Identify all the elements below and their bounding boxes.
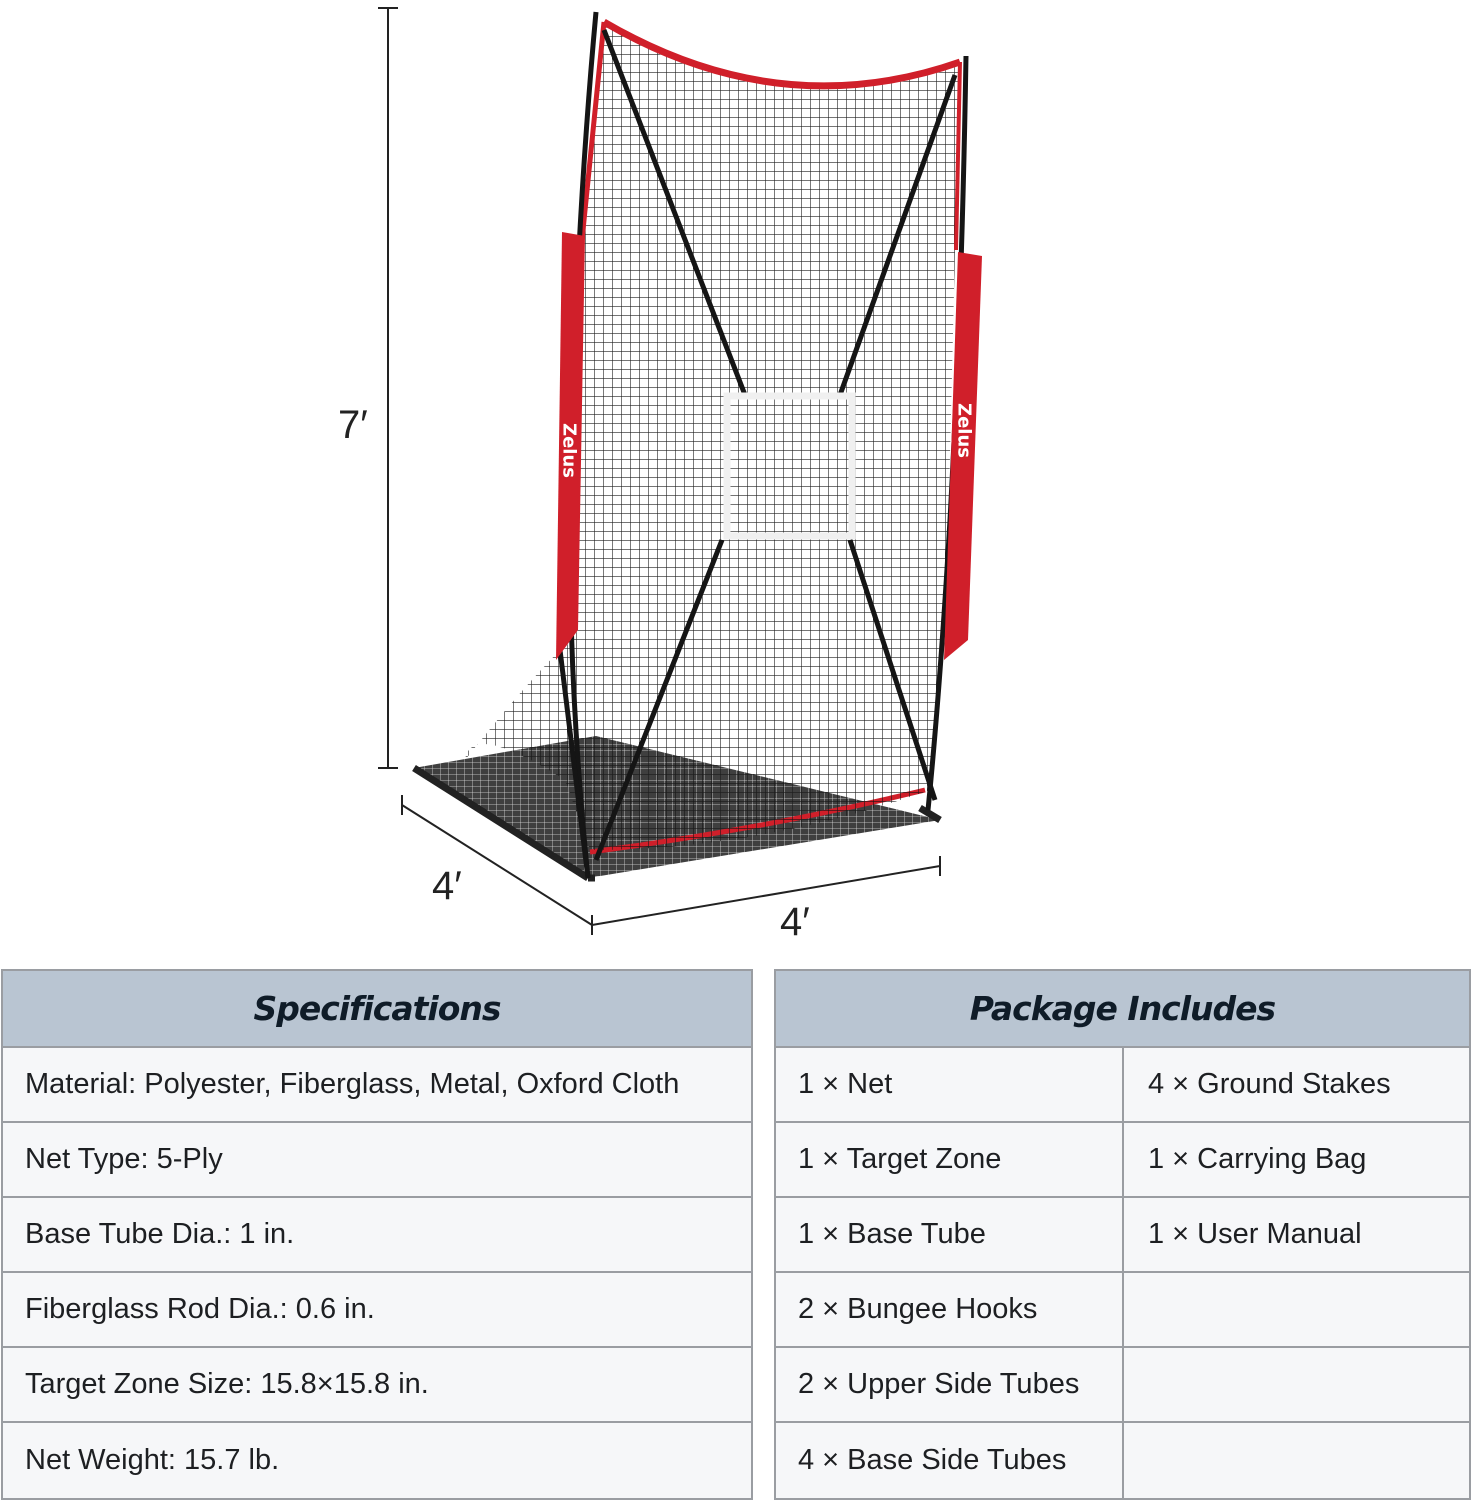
package-item: 1 × User Manual <box>1148 1218 1362 1250</box>
table-row: 2 × Bungee Hooks <box>776 1273 1469 1348</box>
pitching-net-illustration <box>378 7 982 935</box>
width-dimension-line <box>591 856 941 926</box>
package-item: 1 × Target Zone <box>776 1123 1124 1196</box>
target-zone <box>723 392 856 540</box>
net-panel <box>465 18 962 850</box>
package-item-empty <box>1124 1423 1469 1498</box>
table-row: 1 × Base Tube 1 × User Manual <box>776 1198 1469 1273</box>
width-label: 4′ <box>780 900 810 944</box>
spec-target-zone-size: Target Zone Size: 15.8×15.8 in. <box>25 1368 429 1400</box>
package-item: 4 × Base Side Tubes <box>776 1423 1124 1498</box>
specifications-title: Specifications <box>3 971 751 1048</box>
table-row: 4 × Base Side Tubes <box>776 1423 1469 1498</box>
package-item: 4 × Ground Stakes <box>1148 1068 1391 1100</box>
depth-label: 4′ <box>432 864 462 908</box>
table-row: Target Zone Size: 15.8×15.8 in. <box>3 1348 751 1423</box>
side-pads <box>556 232 982 660</box>
package-item: 2 × Upper Side Tubes <box>776 1348 1124 1421</box>
spec-net-type: Net Type: 5-Ply <box>25 1143 223 1175</box>
spec-fiberglass-rod-dia: Fiberglass Rod Dia.: 0.6 in. <box>25 1293 375 1325</box>
table-row: Material: Polyester, Fiberglass, Metal, … <box>3 1048 751 1123</box>
package-includes-title: Package Includes <box>776 971 1469 1048</box>
package-item: 1 × Carrying Bag <box>1148 1143 1367 1175</box>
table-row: Net Weight: 15.7 lb. <box>3 1423 751 1498</box>
package-item: 1 × Base Tube <box>776 1198 1124 1271</box>
table-row: Fiberglass Rod Dia.: 0.6 in. <box>3 1273 751 1348</box>
height-dimension-line <box>378 7 398 769</box>
table-row: 2 × Upper Side Tubes <box>776 1348 1469 1423</box>
spec-material: Material: Polyester, Fiberglass, Metal, … <box>25 1068 680 1100</box>
table-row: 1 × Net 4 × Ground Stakes <box>776 1048 1469 1123</box>
brand-logo-right-text: Zelus <box>953 403 975 458</box>
product-figure: Zelus Zelus 7′ 4′ 4′ <box>338 7 982 944</box>
package-includes-table: Package Includes 1 × Net 4 × Ground Stak… <box>774 969 1471 1500</box>
spec-base-tube-dia: Base Tube Dia.: 1 in. <box>25 1218 295 1250</box>
table-row: Net Type: 5-Ply <box>3 1123 751 1198</box>
package-item-empty <box>1124 1348 1469 1421</box>
spec-net-weight: Net Weight: 15.7 lb. <box>25 1444 280 1476</box>
package-item-empty <box>1124 1273 1469 1346</box>
height-label: 7′ <box>338 403 368 447</box>
table-row: Base Tube Dia.: 1 in. <box>3 1198 751 1273</box>
package-item: 1 × Net <box>776 1048 1124 1121</box>
package-item: 2 × Bungee Hooks <box>776 1273 1124 1346</box>
specifications-table: Specifications Material: Polyester, Fibe… <box>1 969 753 1500</box>
brand-logo-left-text: Zelus <box>558 423 580 478</box>
table-row: 1 × Target Zone 1 × Carrying Bag <box>776 1123 1469 1198</box>
